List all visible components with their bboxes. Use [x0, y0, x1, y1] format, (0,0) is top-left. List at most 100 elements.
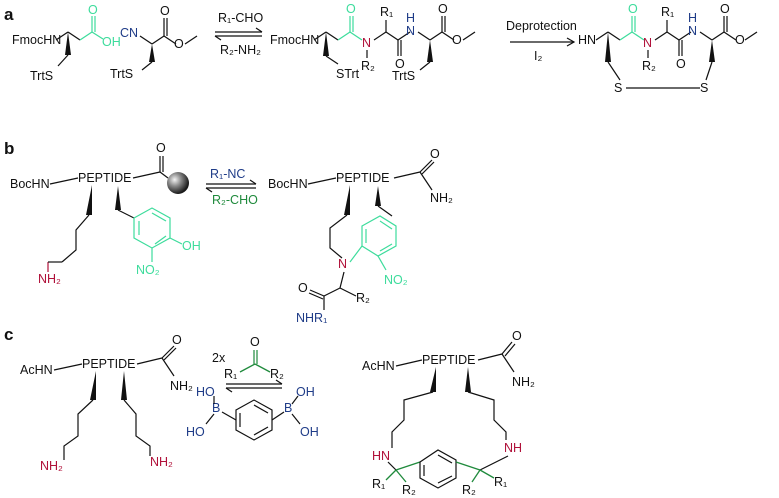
deprotection-arrow: Deprotection I₂ [506, 19, 577, 63]
stereo-wedge [115, 186, 121, 210]
bond [325, 55, 339, 65]
product-o1-label: O [346, 2, 356, 16]
bond [395, 359, 423, 367]
ugi-product-a: FmocHN O N R₂ R₁ O H N O [270, 2, 476, 83]
product-nhr1-label: NHR₁ [296, 311, 327, 325]
product-achn-label: AcHN [362, 359, 395, 373]
arrow-head [205, 187, 213, 193]
stereo-wedge [375, 186, 381, 206]
reagent-r2-cho: R₂-CHO [212, 193, 258, 207]
acid-o-label: O [88, 3, 98, 17]
product-ester-o-label: O [452, 33, 462, 47]
lysine-right-nh2: NH₂ [150, 455, 173, 469]
equilibrium-arrow-b: R₁-NC R₂-CHO [205, 167, 258, 207]
resin-bead-icon [167, 172, 189, 194]
cyclic-n2-label: N [688, 24, 697, 38]
bond-carbonyl [419, 159, 433, 173]
product-nh2-label: NH₂ [430, 191, 453, 205]
product-r2-label: R₂ [356, 291, 370, 305]
stereo-wedge [323, 32, 329, 56]
ring-double [379, 220, 393, 230]
product-r1a-label: R₁ [372, 477, 385, 491]
bond [373, 31, 387, 41]
nitro-label: NO₂ [136, 263, 160, 277]
bond [419, 171, 433, 191]
ketone-r2-label: R₂ [270, 367, 284, 381]
bond-methyl [744, 31, 758, 41]
bond [151, 35, 165, 45]
product-o-label: O [430, 147, 440, 161]
stereo-wedge [465, 367, 471, 392]
bond [67, 31, 81, 41]
bond [501, 353, 515, 373]
bond [313, 31, 327, 41]
bond [132, 171, 161, 179]
arrow-head [255, 27, 263, 33]
ketone-r1-label: R₁ [224, 367, 237, 381]
bond-boron [221, 411, 237, 421]
panel-c-label: c [4, 325, 13, 344]
arrow-head [214, 35, 222, 41]
isocyanide-cn-label: CN [120, 26, 138, 40]
cyclic-disulfide-product: HN O N R₂ R₁ O H N O [578, 2, 758, 95]
bond-carbonyl [501, 341, 513, 355]
reagent-r1-cho: R₁-CHO [218, 11, 263, 25]
bond-amide [619, 31, 633, 41]
central-arene [419, 449, 457, 489]
bond [607, 31, 621, 41]
product-n2-label: N [406, 24, 415, 38]
bond [711, 31, 725, 41]
bond [678, 31, 692, 41]
bond [163, 35, 177, 45]
product-r1b-label: R₁ [494, 475, 507, 489]
boron-right-label: B [284, 401, 292, 415]
lysine-left-nh2: NH₂ [40, 459, 63, 473]
bochn-label: BocHN [10, 177, 50, 191]
bond [339, 271, 345, 289]
bond-oh [169, 237, 183, 245]
ring-double [154, 235, 167, 245]
bond-r2 [339, 287, 357, 297]
ring-double [151, 212, 167, 222]
reagent-r2-nh2: R₂-NH₂ [220, 43, 261, 57]
boron-right-oh2-label: OH [300, 425, 319, 439]
product-o3-label: O [438, 2, 448, 16]
bond-acid [79, 31, 93, 41]
bond [377, 205, 393, 217]
stereo-wedge [430, 367, 436, 392]
ring-double [253, 404, 269, 414]
bond [417, 31, 431, 41]
boron-left-oh2-label: HO [196, 385, 215, 399]
cyclic-h-label: H [688, 11, 697, 25]
bond-carbonyl-double [504, 343, 516, 357]
stereo-wedge [344, 185, 350, 215]
product-peptide-label: PEPTIDE [336, 171, 390, 185]
bond [393, 171, 421, 179]
product-r2-label: R₂ [361, 59, 375, 73]
bond [53, 363, 83, 371]
nitroaryl-ring [361, 215, 397, 257]
amide-nh2-label: NH₂ [170, 379, 193, 393]
panel-c: c AcHN PEPTIDE O NH₂ NH₂ NH₂ 2x O R₁ [4, 325, 535, 497]
arrow-head [566, 37, 576, 47]
bond-r1 [479, 469, 495, 479]
bond [479, 455, 509, 471]
deprotection-label: Deprotection [506, 19, 577, 33]
lysine-chain-left [391, 391, 434, 448]
bond [55, 31, 69, 41]
product-nh2-label: NH₂ [512, 375, 535, 389]
bond [654, 31, 668, 41]
bond-methyl [462, 31, 476, 41]
bond-r2 [254, 363, 271, 373]
lysine-chain [63, 399, 94, 460]
bond [161, 357, 175, 377]
product-r1-label: R₁ [380, 5, 393, 19]
panel-b-label: b [4, 139, 14, 158]
stereo-wedge [427, 40, 433, 62]
bond-n-aryl [349, 245, 363, 263]
reactant-isocyanide-ester: CN O O TrtS [110, 4, 198, 81]
bond-r2 [395, 469, 407, 483]
trts-mid-label: TrtS [110, 67, 133, 81]
ester-o-label: O [156, 141, 166, 155]
bond-r1 [239, 363, 256, 373]
